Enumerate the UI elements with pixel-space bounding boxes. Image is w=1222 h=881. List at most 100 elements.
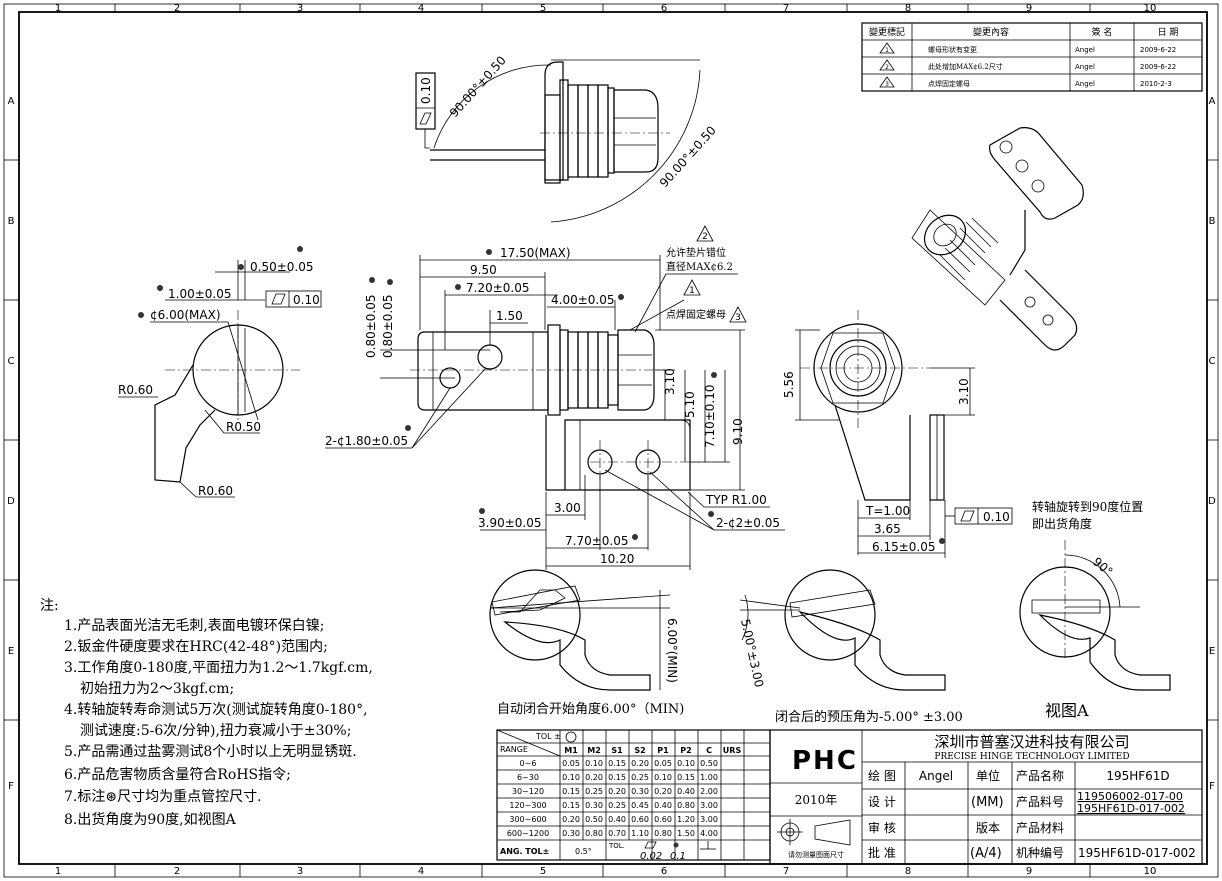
tol-value-cell: 0.25 [585, 787, 603, 796]
view-a-label: 视图A [1045, 701, 1089, 720]
part-number-2: 195HF61D-017-002 [1077, 802, 1185, 815]
tol-symbol: TOL. [608, 842, 625, 850]
col-label: 2 [174, 3, 180, 14]
name-label: 产品名称 [1016, 768, 1064, 783]
front-holes2: 2-¢2±0.05 [716, 516, 780, 530]
tol-value-cell: 0.05 [654, 759, 672, 768]
company-name-en: PRECISE HINGE TECHNOLOGY LIMITED [934, 752, 1129, 762]
col-label: 3 [297, 3, 303, 14]
col-label: 10 [1144, 866, 1157, 877]
note-item: 5.产品需通过盐雾测试8个小时以上无明显锈斑. [64, 744, 357, 760]
tol-value-cell: 0.70 [608, 829, 626, 838]
tol-value-cell: 0.30 [585, 801, 603, 810]
tol-value-cell: 0.20 [654, 787, 672, 796]
drawing-year: 2010年 [795, 793, 838, 807]
side-note-1: 转轴旋转到90度位置 [1032, 499, 1143, 514]
left-profile-view: 5.产品需通过盐雾测试8个小时以上无明显锈斑. 0.50±0.05 1.00±0… [118, 246, 322, 498]
detail-view-a: 90° 视图A [1019, 540, 1171, 720]
design-label: 设 计 [868, 795, 896, 809]
drawing-frame: 1 2 3 4 5 6 7 8 9 10 1 2 3 4 5 6 7 8 9 1… [3, 3, 1219, 878]
isometric-hinge-view [911, 127, 1084, 351]
front-d910: 9.10 [731, 418, 745, 445]
front-d950: 9.50 [470, 263, 497, 277]
revision-header: 日 期 [1158, 27, 1179, 38]
svg-text:1: 1 [689, 286, 695, 296]
row-label: F [8, 781, 14, 792]
tol-value-cell: 0.80 [654, 829, 672, 838]
col-label: 8 [905, 866, 911, 877]
tol-value-cell: 0.30 [562, 829, 580, 838]
revision-date: 2010-2-3 [1140, 80, 1172, 88]
row-label: D [7, 496, 15, 507]
projection-symbol-icon [777, 819, 851, 846]
tol-range-cell: 30~120 [512, 787, 544, 796]
front-d390: 3.90±0.05 [478, 516, 542, 530]
tol-value-cell: 0.15 [677, 773, 695, 782]
revision-mark: 1 [885, 47, 889, 54]
side-d310: 3.10 [957, 378, 971, 405]
tol-value-cell: 0.20 [608, 787, 626, 796]
col-label: 5 [540, 3, 546, 14]
tol-value-cell: 1.00 [700, 773, 718, 782]
tol-value-cell: 0.60 [654, 815, 672, 824]
front-d310: 3.10 [663, 368, 677, 395]
tol-value-cell: 0.40 [654, 801, 672, 810]
part-label: 产品料号 [1016, 795, 1064, 809]
front-view: 2 1 3 17.50(MAX) 9.50 7.20±0.05 4.00±0.0… [325, 225, 785, 570]
material-label: 产品材料 [1016, 821, 1064, 835]
front-d510: 5.10 [683, 391, 697, 418]
tol-value-cell: 3.00 [700, 801, 718, 810]
front-d1020: 10.20 [600, 552, 634, 566]
tol-value-cell: 0.20 [585, 773, 603, 782]
front-d400: 4.00±0.05 [551, 293, 615, 307]
gd-value-2: 0.1 [670, 851, 686, 862]
tol-col-header: C [706, 746, 712, 755]
drawn-by: Angel [919, 769, 953, 783]
tol-value-cell: 4.00 [700, 829, 718, 838]
left-dia: ¢6.00(MAX) [150, 308, 221, 322]
side-view: 5.56 3.10 T=1.00 3.65 6.15±0.05 0.10 转轴旋… [782, 310, 1143, 558]
tol-value-cell: 0.10 [562, 773, 580, 782]
revision-mark: 3 [885, 81, 889, 88]
washer-note-1: 允许垫片错位 [666, 246, 726, 259]
left-r050: R0.50 [226, 420, 261, 434]
front-d300: 3.00 [554, 501, 581, 515]
detail-view-preload: 5.00°±3.00 闭合后的预压角为-5.00° ±3.00 [738, 569, 963, 725]
tol-label: TOL ± [535, 732, 561, 741]
part-number-1: 119506002-017-00 [1077, 790, 1183, 803]
tol-value-cell: 0.15 [562, 787, 580, 796]
col-label: 9 [1026, 866, 1032, 877]
front-d770: 7.70±0.05 [565, 534, 629, 548]
ang-tol-label: ANG. TOL± [500, 847, 549, 856]
top-flatness: 0.10 [419, 77, 433, 104]
tol-value-cell: 0.15 [562, 801, 580, 810]
col-label: 10 [1144, 3, 1157, 14]
auto-close-caption: 自动闭合开始角度6.00°（MIN) [497, 701, 684, 717]
svg-text:2: 2 [702, 232, 708, 242]
tol-value-cell: 0.80 [677, 801, 695, 810]
revision-content: 螺母形状有变更 [928, 45, 977, 54]
col-label: 7 [783, 866, 789, 877]
detail-view-auto-close: 6.00°(MIN) 自动闭合开始角度6.00°（MIN) [489, 569, 684, 717]
front-typ-r: TYP R1.00 [705, 493, 767, 507]
drawn-label: 绘 图 [868, 768, 896, 783]
projection-note: 请勿测量图面尺寸 [788, 850, 844, 859]
side-d556: 5.56 [782, 371, 796, 398]
company-name-cn: 深圳市普塞汉进科技有限公司 [934, 733, 1129, 751]
preload-angle-label: 5.00°±3.00 [738, 618, 766, 689]
tol-range-cell: 300~600 [509, 815, 546, 824]
side-d365: 3.65 [874, 522, 901, 536]
left-flatness: 0.10 [293, 293, 320, 307]
tol-col-header: M1 [564, 746, 578, 755]
tol-value-cell: 3.00 [700, 815, 718, 824]
row-label: A [1209, 96, 1216, 107]
col-label: 8 [905, 3, 911, 14]
scale-value: (A/4) [970, 846, 1002, 861]
top-view: 0.10 90.00°±0.50 90.00°±0.50 [415, 53, 719, 223]
tol-value-cell: 0.80 [585, 829, 603, 838]
front-d710: 7.10±0.10 [703, 385, 717, 449]
col-label: 6 [661, 3, 667, 14]
tol-value-cell: 0.10 [677, 759, 695, 768]
